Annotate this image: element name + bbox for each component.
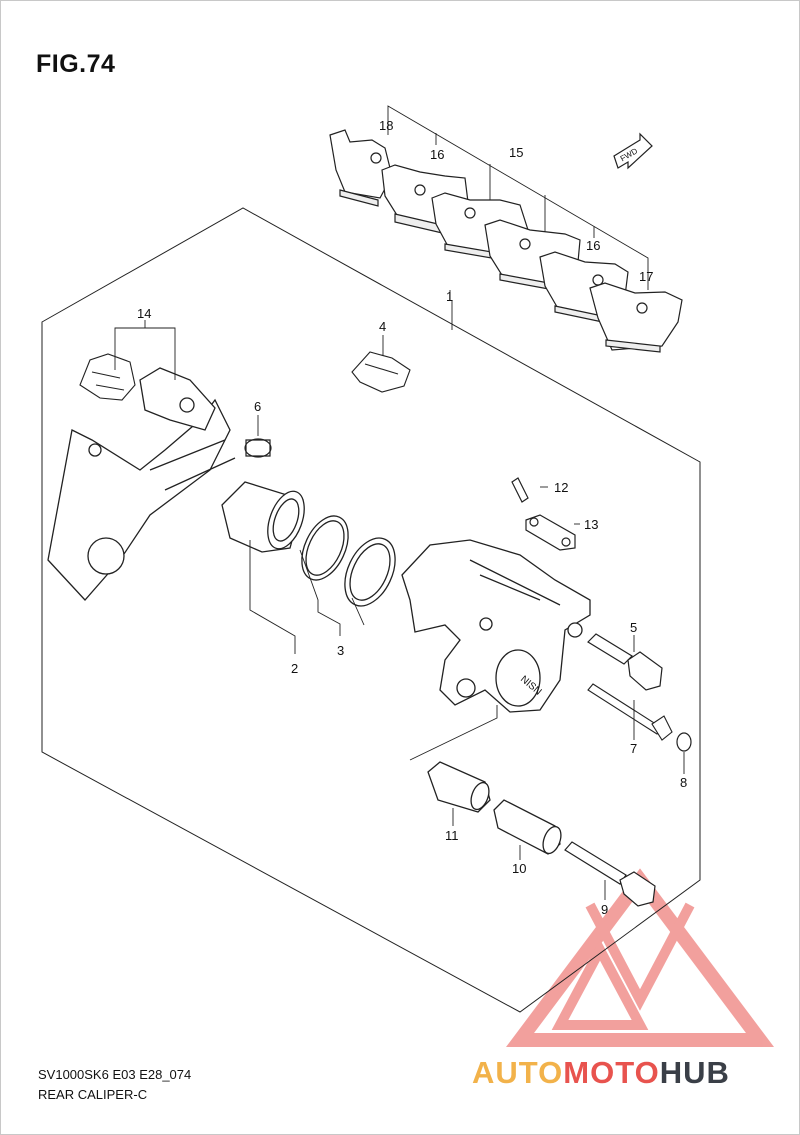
callout-5: 5 — [630, 620, 637, 635]
callout-3: 3 — [337, 643, 344, 658]
cap-8 — [676, 732, 692, 752]
callout-2: 2 — [291, 661, 298, 676]
callout-11: 11 — [445, 828, 459, 843]
piston-2 — [221, 481, 305, 553]
bolt-9 — [564, 841, 656, 907]
brake-pads — [329, 129, 683, 353]
callout-10: 10 — [512, 861, 526, 876]
caliper-body-1: NISN — [401, 539, 591, 713]
pin-7 — [587, 683, 673, 741]
callout-12: 12 — [554, 480, 568, 495]
fwd-direction-arrow: FWD — [613, 132, 653, 170]
callout-4: 4 — [379, 319, 386, 334]
pad-set-brackets — [387, 105, 649, 290]
seals-3 — [301, 515, 396, 607]
callout-16-inner: 16 — [586, 238, 600, 253]
caliper-bracket-14 — [47, 367, 236, 601]
bleeder-valve-12 — [511, 477, 529, 503]
callout-9: 9 — [601, 902, 608, 917]
figure-title: FIG.74 — [36, 50, 116, 78]
callout-1: 1 — [446, 289, 453, 304]
callout-7: 7 — [630, 741, 637, 756]
brand-part-auto: AUTO — [472, 1055, 564, 1090]
figure-code: SV1000SK6 E03 E28_074 — [38, 1067, 192, 1082]
brake-pad-17 — [589, 282, 683, 353]
brake-pad-18 — [329, 129, 393, 207]
callout-17: 17 — [639, 269, 653, 284]
pad-retainer-clip-4 — [351, 351, 411, 393]
washer-13 — [525, 514, 576, 551]
bolt-5 — [587, 633, 663, 691]
callout-labels: 1 2 3 4 5 6 7 8 9 10 11 12 13 14 15 16 1… — [137, 118, 687, 917]
callout-16-outer: 16 — [430, 147, 444, 162]
callout-13: 13 — [584, 517, 598, 532]
callout-14: 14 — [137, 306, 151, 321]
sleeve-10 — [493, 799, 562, 855]
pad-spring-14 — [79, 353, 136, 401]
leader-lines — [114, 290, 685, 900]
watermark-logo — [506, 868, 774, 1047]
boot-11 — [427, 761, 491, 813]
watermark-brand: AUTOMOTOHUB — [472, 1055, 730, 1091]
boot-6 — [244, 438, 272, 458]
callout-15: 15 — [509, 145, 523, 160]
brand-part-moto: MOTO — [563, 1055, 660, 1090]
assembly-outline — [41, 207, 701, 1013]
figure-caption: REAR CALIPER-C — [38, 1087, 148, 1102]
callout-6: 6 — [254, 399, 261, 414]
callout-8: 8 — [680, 775, 687, 790]
callout-18: 18 — [379, 118, 393, 133]
brand-part-hub: HUB — [659, 1055, 730, 1090]
